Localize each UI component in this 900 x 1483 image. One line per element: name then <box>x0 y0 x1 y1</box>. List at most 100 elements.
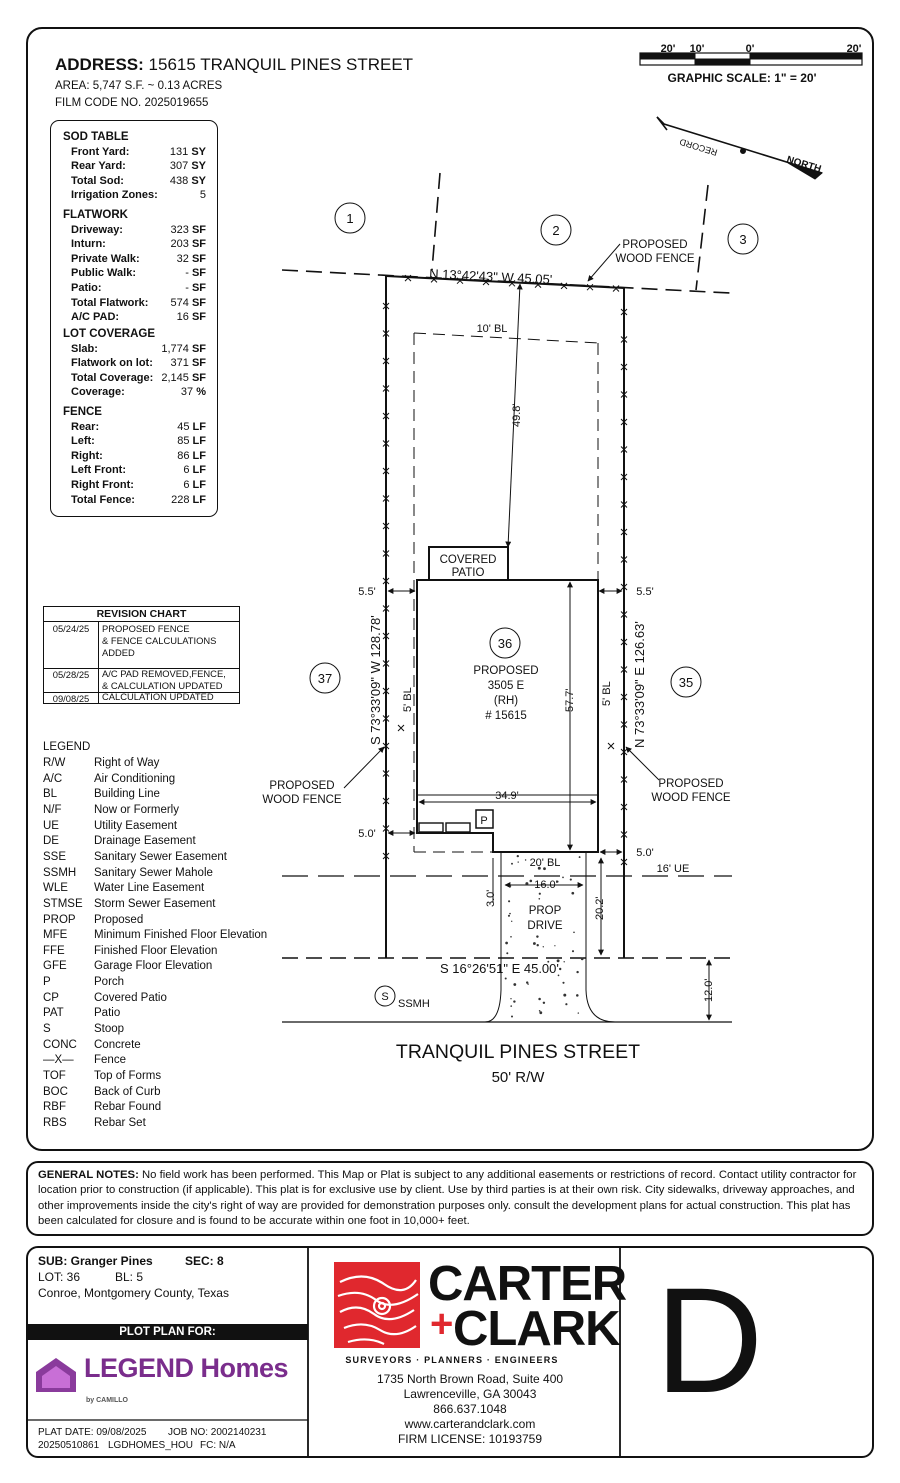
section: SEC: 8 <box>185 1254 224 1268</box>
fence-mark <box>620 721 628 728</box>
covered-patio-label: COVERED <box>440 554 497 566</box>
concrete-stipple <box>513 983 517 986</box>
value-unit: LF <box>192 435 206 448</box>
fence-mark <box>382 660 390 667</box>
side-building-line: 5' BL <box>402 687 414 712</box>
legend-code: P <box>43 976 51 989</box>
value-unit: SF <box>191 311 206 324</box>
legend-text: Storm Sewer Easement <box>94 897 216 910</box>
concrete-stipple <box>536 944 539 947</box>
legend-code: BL <box>43 788 58 801</box>
job-number: JOB NO: 2002140231 <box>168 1427 267 1438</box>
table-title-sod: SOD TABLE <box>63 131 129 143</box>
fence-mark <box>607 742 615 750</box>
concrete-stipple <box>529 879 533 883</box>
table-row-label: Left: <box>71 435 95 448</box>
fence-label-line: PROPOSED <box>269 780 334 792</box>
value-number: 86 <box>177 449 190 462</box>
table-row-label: Right: <box>71 449 103 462</box>
dim-drive-depth: 20.2' <box>594 896 606 920</box>
revision-text: PROPOSED FENCE <box>102 623 190 634</box>
legend-code: S <box>43 1023 51 1036</box>
legend-homes-logo-icon <box>36 1358 76 1392</box>
table-row-label: A/C PAD: <box>71 311 120 324</box>
value-number: 1,774 <box>161 342 189 355</box>
fence-mark <box>620 473 628 481</box>
fence-mark <box>482 278 490 286</box>
lot-number-3: 3 <box>739 232 746 247</box>
legend-title: LEGEND <box>43 741 91 753</box>
concrete-stipple <box>576 970 579 974</box>
value-number: - <box>185 267 189 280</box>
street-row: 50' R/W <box>492 1069 546 1086</box>
fence-mark <box>620 556 628 563</box>
right-bearing: N 73°33'09" E 126.63' <box>632 621 647 748</box>
revision-text: & CALCULATION UPDATED <box>102 680 223 691</box>
value-number: 438 <box>169 174 189 187</box>
dim-left-corner: 5.5' <box>358 586 375 598</box>
dim-right-corner: 5.5' <box>636 586 653 598</box>
lot: LOT: 36 <box>38 1270 81 1284</box>
value-number: 307 <box>169 160 189 173</box>
table-row-label: Patio: <box>71 281 102 294</box>
table-row-label: Inturn: <box>71 238 106 251</box>
builder-sub: by CAMILLO <box>86 1397 128 1404</box>
concrete-stipple <box>504 977 507 980</box>
firm-address-2: Lawrenceville, GA 30043 <box>403 1387 537 1401</box>
covered-patio-label: PATIO <box>452 567 485 579</box>
concrete-stipple <box>542 1001 546 1005</box>
legend-code: DE <box>43 835 59 848</box>
concrete-stipple <box>511 862 513 865</box>
fence-mark <box>382 302 390 310</box>
dim-right-front: 5.0' <box>636 847 653 859</box>
fence-mark <box>620 528 628 536</box>
table-row-value: 228 LF <box>171 494 206 506</box>
table-row-value: 85 LF <box>177 435 206 447</box>
fence-mark <box>382 385 390 392</box>
value-number: 6 <box>183 464 190 477</box>
fence-mark <box>586 283 594 291</box>
legend-code: SSE <box>43 850 67 863</box>
dim-drive-width: 16.0' <box>534 879 558 891</box>
house-label: PROPOSED <box>473 665 538 677</box>
legend-text: Fence <box>94 1054 126 1067</box>
table-row-value: 37 % <box>181 386 206 398</box>
table-row-label: Slab: <box>71 342 98 355</box>
fence-mark <box>620 501 628 508</box>
address-value: 15615 TRANQUIL PINES STREET <box>148 55 414 74</box>
legend-code: A/C <box>43 772 63 785</box>
concrete-stipple <box>517 861 519 863</box>
table-row-label: Rear Yard: <box>71 160 126 173</box>
concrete-stipple <box>571 950 575 953</box>
front-bearing: S 16°26'51" E 45.00' <box>440 961 559 976</box>
house-footprint <box>416 579 599 853</box>
lot-number-2: 2 <box>552 223 559 238</box>
concrete-stipple <box>554 945 556 947</box>
value-unit: SF <box>191 357 206 370</box>
scale-tick: 20' <box>661 43 676 55</box>
subdivision: SUB: Granger Pines <box>38 1254 153 1268</box>
fence-mark <box>382 495 390 502</box>
concrete-stipple <box>563 993 567 997</box>
legend-text: Sanitary Sewer Mahole <box>94 866 213 879</box>
table-row-value: - SF <box>185 267 206 279</box>
general-notes: GENERAL NOTES: No field work has been pe… <box>38 1168 868 1229</box>
lot-number-1: 1 <box>346 211 353 226</box>
firm-license: FIRM LICENSE: 10193759 <box>397 1432 543 1446</box>
table-title-coverage: LOT COVERAGE <box>63 328 156 340</box>
concrete-stipple <box>508 900 511 903</box>
address-label: ADDRESS: <box>55 55 144 74</box>
concrete-stipple <box>538 892 541 895</box>
value-unit: SF <box>191 252 206 265</box>
firm-address-1: 1735 North Brown Road, Suite 400 <box>376 1372 564 1386</box>
table-row-value: 131 SY <box>170 146 206 158</box>
side-building-line: 5' BL <box>601 681 613 706</box>
file-id: 20250510861 <box>38 1440 100 1451</box>
drive-label: DRIVE <box>527 920 562 932</box>
fence-label-line: PROPOSED <box>622 239 687 251</box>
legend-text: Rebar Found <box>94 1101 162 1114</box>
value-number: 323 <box>170 223 189 236</box>
firm-website[interactable]: www.carterandclark.com <box>404 1417 536 1431</box>
value-unit: SY <box>191 174 206 187</box>
concrete-stipple <box>510 1015 514 1018</box>
